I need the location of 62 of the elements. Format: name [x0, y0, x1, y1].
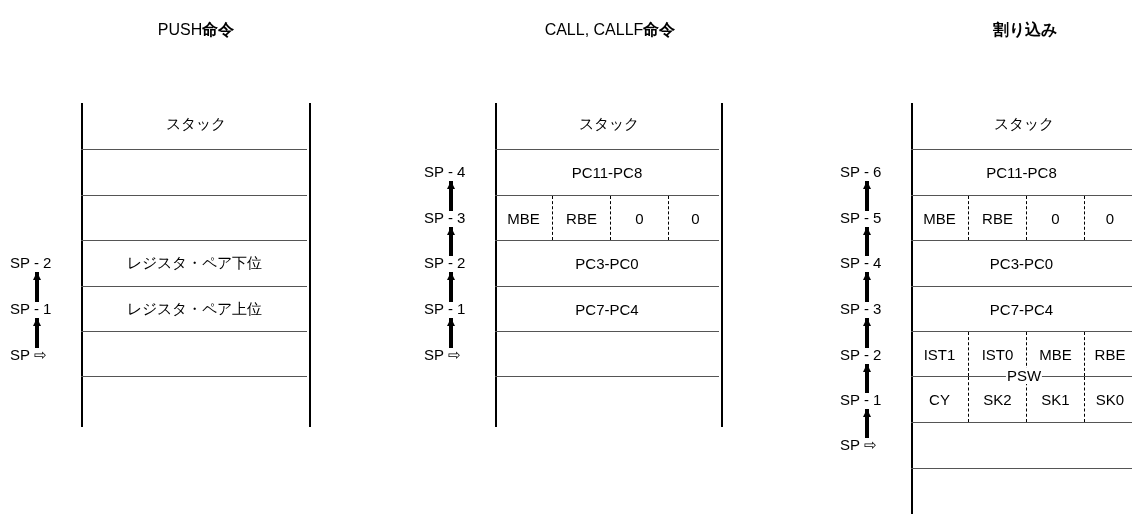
- pointer-label: SP - 3: [424, 209, 466, 226]
- pointer-label: SP - 2: [840, 346, 882, 363]
- cell-text: PC7-PC4: [574, 299, 640, 320]
- cell-text: RBE: [1094, 345, 1126, 363]
- pointer-label: SP - 3: [840, 300, 882, 317]
- cell-text: レジスタ・ペア上位: [125, 298, 263, 319]
- pointer-label: SP - 1: [840, 391, 882, 408]
- up-arrow: [863, 272, 871, 302]
- up-arrow: [863, 181, 871, 211]
- cell-text: 0: [1105, 209, 1115, 227]
- cell-text: 0: [635, 209, 644, 227]
- header-text: スタック: [992, 115, 1055, 134]
- cell-text: MBE: [507, 209, 540, 227]
- cell-text: RBE: [982, 209, 1013, 227]
- heading: 割り込み: [993, 20, 1057, 40]
- cell-text: PC11-PC8: [985, 163, 1058, 183]
- cell-text: IST1: [923, 345, 956, 363]
- cell-text: SK0: [1095, 391, 1125, 408]
- up-arrow: [863, 364, 871, 393]
- up-arrow: [447, 318, 455, 348]
- cell-text: PC3-PC0: [574, 254, 640, 274]
- psw-label: PSW: [1005, 368, 1043, 384]
- stack-cell: [911, 195, 1132, 240]
- pointer-label: SP - 2: [424, 254, 466, 271]
- up-arrow: [447, 227, 455, 256]
- header-text: スタック: [165, 115, 227, 134]
- cell-text: MBE: [1039, 345, 1072, 363]
- pointer-label: SP - 5: [840, 209, 882, 226]
- up-arrow: [863, 227, 871, 256]
- up-arrow: [863, 318, 871, 348]
- pointer-label: SP ⇨: [840, 436, 877, 453]
- pointer-label: SP - 2: [10, 254, 52, 271]
- heading: CALL, CALLF命令: [544, 20, 676, 40]
- cell-text: SK2: [983, 391, 1012, 408]
- cell-text: IST0: [981, 345, 1014, 363]
- pointer-label: SP - 1: [10, 300, 52, 317]
- pointer-label: SP - 4: [840, 254, 882, 271]
- up-arrow: [863, 409, 871, 438]
- pointer-label: SP - 6: [840, 163, 882, 180]
- cell-text: レジスタ・ペア下位: [125, 253, 263, 273]
- pointer-label: SP ⇨: [10, 346, 47, 363]
- cell-text: PC11-PC8: [570, 163, 644, 183]
- cell-text: 0: [691, 209, 700, 227]
- pointer-label: SP ⇨: [424, 346, 461, 363]
- stack-column: [81, 103, 311, 427]
- stack-column: [495, 103, 723, 427]
- cell-text: RBE: [566, 209, 597, 227]
- up-arrow: [33, 272, 41, 302]
- stack-cell: [495, 195, 719, 240]
- up-arrow: [33, 318, 41, 348]
- up-arrow: [447, 181, 455, 211]
- heading: PUSH命令: [157, 20, 235, 40]
- pointer-label: SP - 1: [424, 300, 466, 317]
- header-text: スタック: [578, 115, 640, 134]
- cell-text: PC3-PC0: [988, 254, 1055, 274]
- cell-text: 0: [1051, 209, 1060, 227]
- cell-text: MBE: [923, 209, 956, 227]
- cell-text: SK1: [1041, 391, 1070, 408]
- up-arrow: [447, 272, 455, 302]
- cell-text: PC7-PC4: [988, 299, 1055, 320]
- pointer-label: SP - 4: [424, 163, 466, 180]
- cell-text: CY: [929, 391, 950, 408]
